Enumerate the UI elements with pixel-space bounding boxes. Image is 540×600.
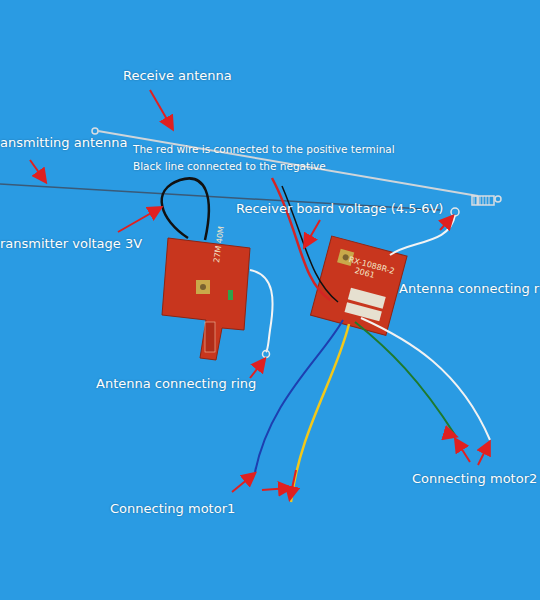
antenna-label: Receive antenna (123, 68, 232, 83)
green-wire (355, 322, 455, 435)
voltage-label: ransmitter voltage 3V (0, 236, 142, 251)
wiring-note: The red wire is connected to the positiv… (133, 143, 395, 155)
motor-label: Connecting motor1 (110, 501, 235, 516)
yellow-wire (291, 324, 349, 502)
motor-label: Connecting motor2 (412, 471, 537, 486)
antenna-ring-label: Antenna connecting ring (96, 376, 256, 391)
voltage-label: Receiver board voltage (4.5-6V) (236, 201, 443, 216)
white-wire (250, 270, 273, 352)
wiring-note: Black line connected to the negative (133, 160, 326, 172)
antenna-ring (451, 208, 459, 216)
black-wire (162, 178, 209, 240)
transmitter-board (162, 238, 250, 360)
blue-wire (255, 320, 343, 472)
white-wire (390, 215, 455, 255)
red-wire (272, 178, 330, 300)
antenna-ring-label: Antenna connecting r (399, 281, 539, 296)
receiver-board (310, 236, 407, 335)
antenna-label: ansmitting antenna (0, 135, 127, 150)
white-wire (361, 318, 490, 440)
antenna-ring (263, 351, 270, 358)
